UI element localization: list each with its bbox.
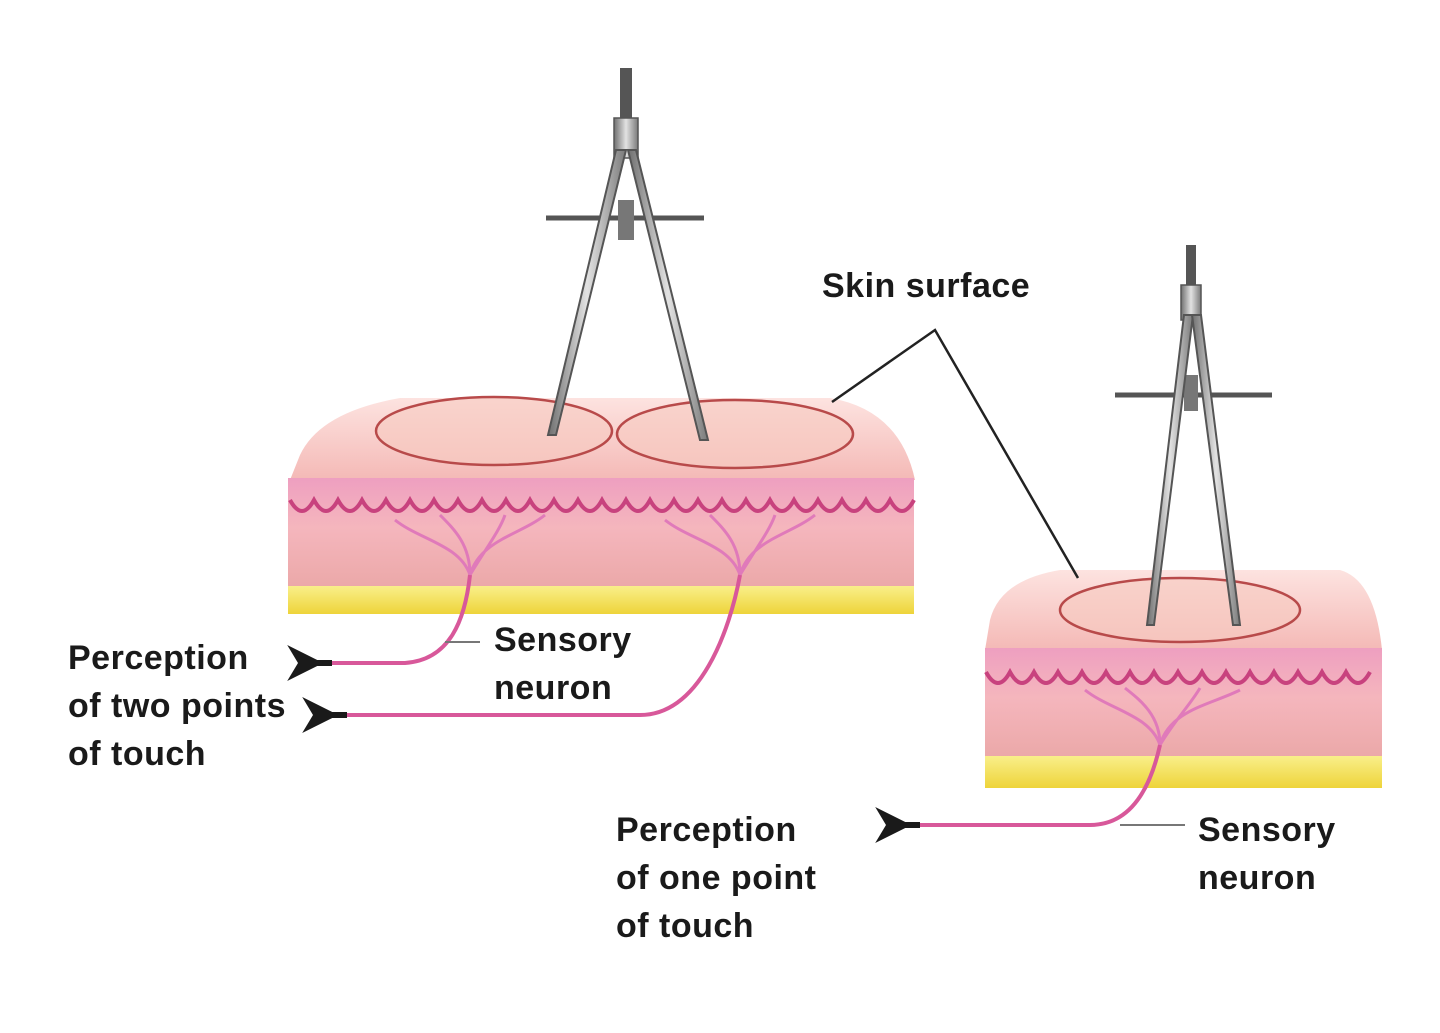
left-dermal-papillae — [288, 495, 916, 513]
right-neuron-path — [915, 744, 1162, 827]
left-receptive-field-2 — [615, 398, 855, 470]
left-caliper-icon — [546, 68, 710, 441]
left-skin-block — [288, 395, 916, 614]
right-sensory-neuron-label: Sensory neuron — [1198, 806, 1336, 902]
left-perception-label: Perception of two points of touch — [68, 634, 286, 778]
left-fat-layer — [288, 586, 914, 614]
right-dermis-layer — [985, 648, 1382, 758]
right-sensory-neuron-label-line-2: neuron — [1198, 859, 1317, 897]
right-perception-label-line-1: Perception — [616, 811, 797, 849]
left-neuron-path-1 — [330, 574, 472, 665]
left-nerve-branch-2 — [664, 513, 816, 576]
left-dermis-layer — [288, 478, 914, 588]
left-sensory-neuron-label: Sensory neuron — [494, 616, 632, 712]
right-perception-label-line-3: of touch — [616, 907, 755, 945]
left-sensory-neuron-label-line-1: Sensory — [494, 621, 632, 659]
right-perception-label: Perception of one point of touch — [616, 806, 817, 950]
skin-surface-label: Skin surface — [822, 267, 1031, 305]
left-perception-label-line-1: Perception — [68, 639, 249, 677]
right-perception-label-line-2: of one point — [616, 859, 817, 897]
right-fat-layer — [985, 756, 1382, 788]
left-perception-label-line-2: of two points — [68, 687, 287, 725]
left-neuron-path-2 — [345, 574, 742, 717]
right-sensory-neuron-label-line-1: Sensory — [1198, 811, 1336, 849]
right-nerve-branch — [1084, 686, 1241, 746]
right-caliper-icon — [1115, 245, 1272, 626]
right-skin-block — [984, 570, 1382, 788]
right-dermal-papillae — [984, 667, 1372, 685]
left-sensory-neuron-label-line-2: neuron — [494, 669, 613, 707]
right-receptive-field — [1058, 576, 1302, 644]
left-nerve-branch-1 — [394, 513, 546, 576]
skin-surface-leader — [831, 328, 1080, 579]
left-receptive-field-1 — [374, 395, 614, 467]
left-perception-label-line-3: of touch — [68, 735, 207, 773]
